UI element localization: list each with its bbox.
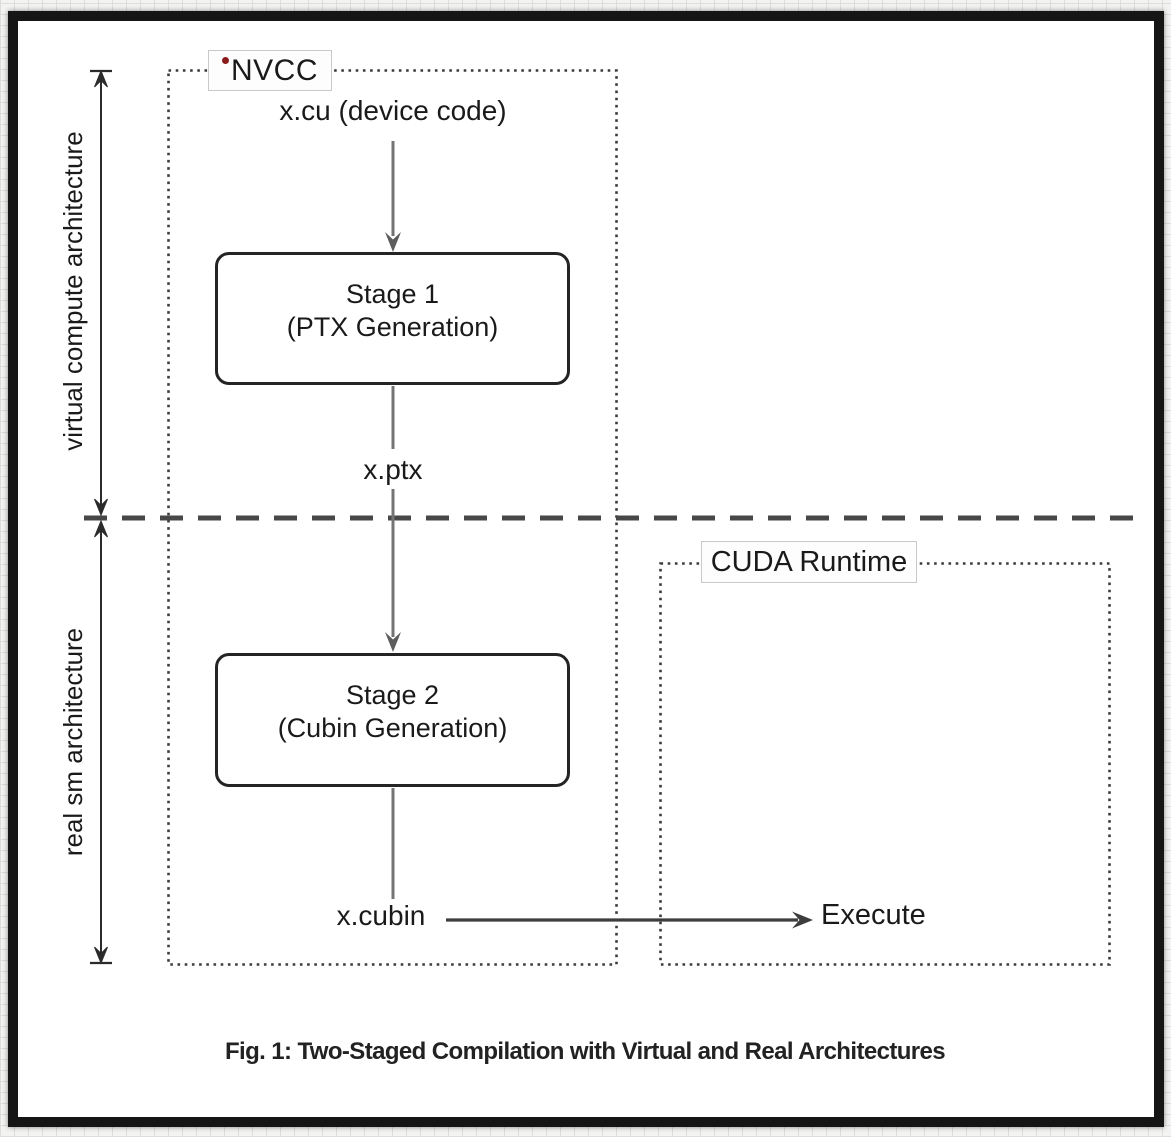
cubin-file-label: x.cubin <box>336 900 426 931</box>
figure-caption: Fig. 1: Two-Staged Compilation with Virt… <box>224 1038 946 1065</box>
nvcc-region-label-text: NVCC <box>230 53 318 87</box>
virtual-architecture-axis-label: virtual compute architecture <box>58 131 88 451</box>
figure-frame <box>8 11 1164 1127</box>
execute-label: Execute <box>821 899 926 931</box>
source-file-label: x.cu (device code) <box>279 95 507 126</box>
stage2-subtitle: (Cubin Generation) <box>277 713 508 743</box>
nvcc-region-label: NVCC <box>208 50 332 91</box>
real-architecture-axis-label: real sm architecture <box>58 627 88 857</box>
cuda-runtime-region-label: CUDA Runtime <box>701 541 917 583</box>
cuda-runtime-region-label-text: CUDA Runtime <box>710 545 908 578</box>
stage1-node: Stage 1 (PTX Generation) <box>215 252 570 385</box>
footnote-marker-icon <box>221 57 229 64</box>
stage2-title: Stage 2 <box>345 680 440 710</box>
ptx-file-label: x.ptx <box>363 454 423 485</box>
stage1-subtitle: (PTX Generation) <box>286 311 499 342</box>
stage2-node: Stage 2 (Cubin Generation) <box>215 653 570 787</box>
stage1-title: Stage 1 <box>345 278 440 309</box>
